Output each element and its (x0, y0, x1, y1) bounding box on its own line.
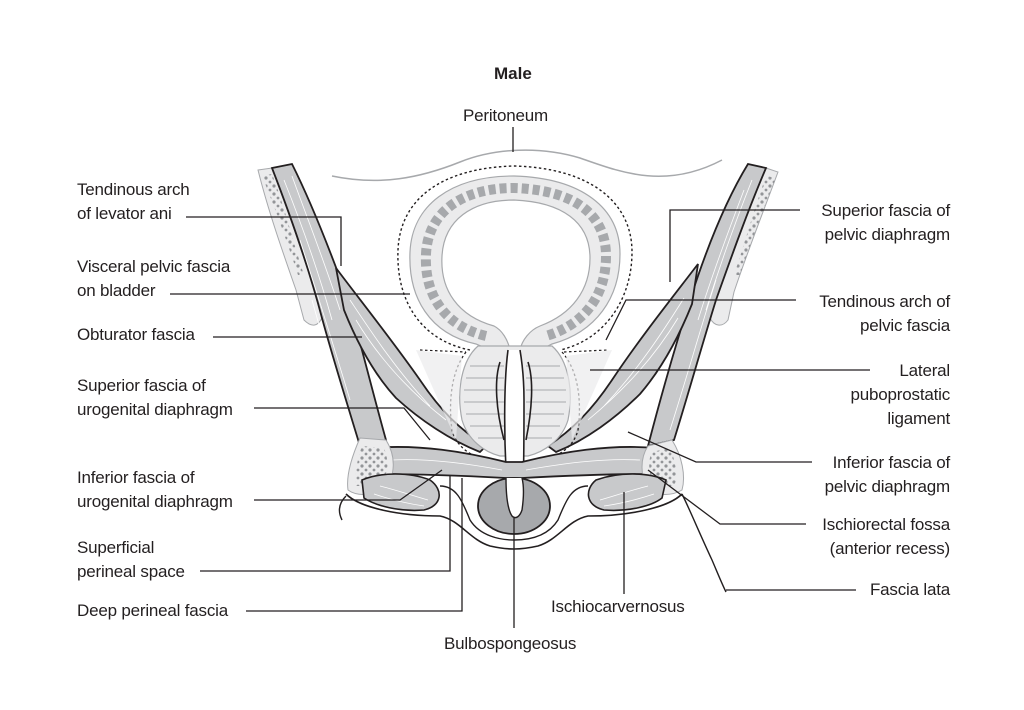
label-line: Tendinous arch of (819, 292, 950, 311)
peritoneum-line (331, 149, 723, 182)
label-line: Inferior fascia of (77, 468, 195, 487)
label-line: Superior fascia of (77, 376, 206, 395)
label-line: of levator ani (77, 204, 172, 223)
label-line: pelvic diaphragm (824, 225, 951, 244)
label-lateral-puboprostatic-ligament: Lateral puboprostatic ligament (850, 359, 951, 431)
figure-title: Male (494, 64, 532, 83)
label-line: pelvic fascia (860, 316, 950, 335)
label-line: Deep perineal fascia (77, 601, 228, 620)
label-line: Tendinous arch (77, 180, 190, 199)
label-line: Lateral (899, 361, 950, 380)
right-puboprostatic-ligament (566, 350, 612, 440)
left-levator-ani (335, 267, 488, 454)
label-deep-perineal-fascia: Deep perineal fascia (77, 599, 228, 623)
label-inferior-fascia-urogenital: Inferior fascia of urogenital diaphragm (77, 466, 233, 514)
label-line: Inferior fascia of (832, 453, 951, 472)
label-tendinous-arch-levator-ani: Tendinous arch of levator ani (77, 178, 190, 226)
label-inferior-fascia-pelvic: Inferior fascia of pelvic diaphragm (824, 451, 951, 499)
label-line: pelvic diaphragm (824, 477, 951, 496)
left-ischiocavernosus (361, 473, 440, 512)
right-ischiocavernosus (587, 473, 667, 512)
label-line: ligament (887, 409, 950, 428)
fascia-lata-line (681, 493, 727, 593)
label-fascia-lata: Fascia lata (870, 578, 950, 602)
label-line: Superficial (77, 538, 155, 557)
label-ischiocarvernosus: Ischiocarvernosus (551, 597, 685, 616)
left-obturator-internus (270, 162, 388, 448)
label-line: Obturator fascia (77, 325, 195, 344)
label-superficial-perineal-space: Superficial perineal space (77, 536, 185, 584)
label-visceral-pelvic-fascia: Visceral pelvic fascia on bladder (77, 255, 230, 303)
label-bulbospongeosus: Bulbospongeosus (444, 634, 577, 653)
label-superior-fascia-urogenital: Superior fascia of urogenital diaphragm (77, 374, 233, 422)
label-line: urogenital diaphragm (77, 492, 233, 511)
label-line: Ischiorectal fossa (822, 515, 950, 534)
label-ischiorectal-fossa: Ischiorectal fossa (anterior recess) (822, 513, 950, 561)
right-levator-ani (546, 263, 699, 454)
label-line: (anterior recess) (829, 539, 951, 558)
label-line: Superior fascia of (821, 201, 950, 220)
label-tendinous-arch-pelvic-fascia: Tendinous arch of pelvic fascia (819, 290, 950, 338)
label-line: urogenital diaphragm (77, 400, 233, 419)
label-line: puboprostatic (850, 385, 951, 404)
label-line: Visceral pelvic fascia (77, 257, 231, 276)
label-line: Fascia lata (869, 580, 950, 599)
bladder-fascia-dotted (397, 165, 633, 351)
label-obturator-fascia: Obturator fascia (77, 323, 195, 347)
label-peritoneum: Peritoneum (463, 106, 548, 125)
label-line: on bladder (77, 281, 156, 300)
label-line: perineal space (77, 562, 185, 581)
label-superior-fascia-pelvic: Superior fascia of pelvic diaphragm (821, 199, 950, 247)
left-puboprostatic-ligament (416, 350, 462, 440)
bladder-muscle-layer (420, 182, 612, 341)
